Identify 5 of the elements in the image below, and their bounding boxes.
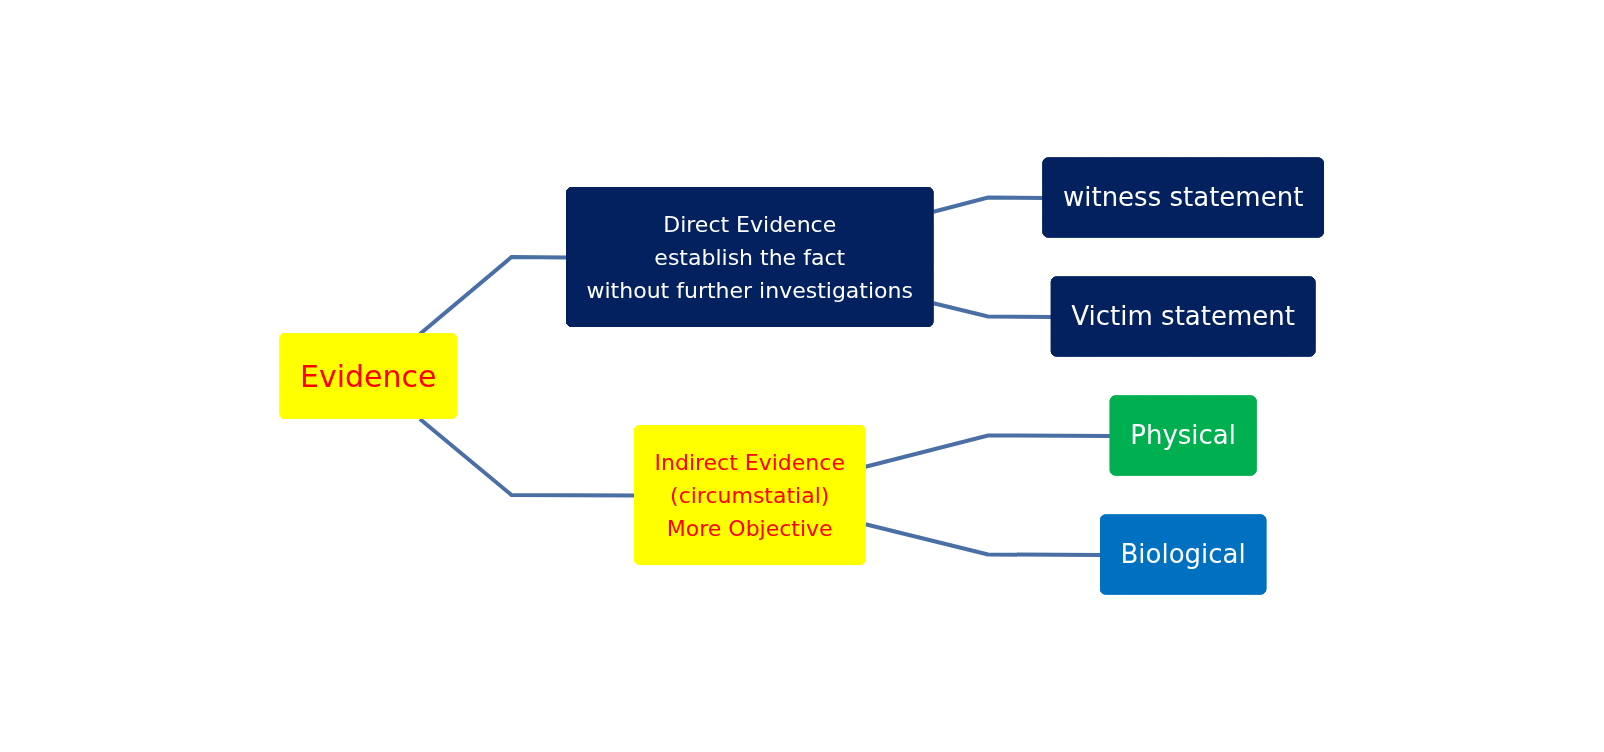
connector: [418, 417, 636, 498]
connector: [933, 301, 1053, 319]
connector: [865, 522, 1102, 557]
connector: [933, 195, 1044, 214]
connector: [865, 433, 1112, 469]
